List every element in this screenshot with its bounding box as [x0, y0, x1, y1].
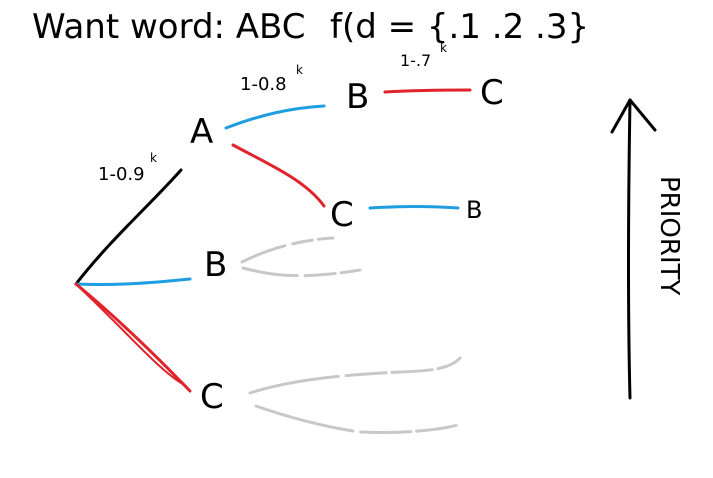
- gray-edge-c-upper: [248, 356, 462, 395]
- label-b-to-c-base: 1-.7: [400, 51, 431, 70]
- label-a-to-b-sup: k: [296, 63, 303, 77]
- node-acb: B: [466, 196, 482, 224]
- node-a: A: [190, 112, 213, 152]
- label-a-to-b: 1-0.8: [240, 74, 287, 95]
- edge-ab-to-c: [383, 88, 472, 94]
- label-b-to-c: 1-.7: [400, 51, 431, 70]
- edge-ac-to-b: [368, 205, 460, 210]
- edge-a-to-c: [231, 143, 326, 208]
- fld-definition: f(d = {.1 .2 .3}: [330, 7, 589, 47]
- want-word-title: Want word: ABC: [32, 7, 306, 47]
- label-root-to-a: 1-0.9: [98, 164, 145, 185]
- priority-arrow-shaft: [627, 98, 632, 400]
- node-ac: C: [330, 195, 354, 235]
- node-c: C: [200, 377, 224, 417]
- edge-root-to-c-stroke2: [79, 287, 187, 387]
- node-abc: C: [480, 73, 504, 113]
- gray-edge-b-upper: [240, 236, 335, 264]
- edge-root-to-b: [74, 277, 192, 287]
- node-b: B: [204, 245, 227, 285]
- edge-root-to-c: [74, 282, 192, 393]
- label-a-to-b-base: 1-0.8: [240, 74, 287, 95]
- label-b-to-c-sup: k: [440, 41, 447, 55]
- label-root-to-a-base: 1-0.9: [98, 164, 145, 185]
- node-ab: B: [346, 77, 369, 117]
- label-root-to-a-sup: k: [150, 151, 157, 165]
- priority-arrow-head: [610, 98, 657, 134]
- gray-edge-b-lower: [241, 266, 362, 278]
- priority-label: PRIORITY: [654, 176, 684, 295]
- gray-edge-c-lower: [254, 404, 460, 435]
- edge-root-to-a: [74, 168, 183, 286]
- edge-a-to-b: [224, 104, 326, 130]
